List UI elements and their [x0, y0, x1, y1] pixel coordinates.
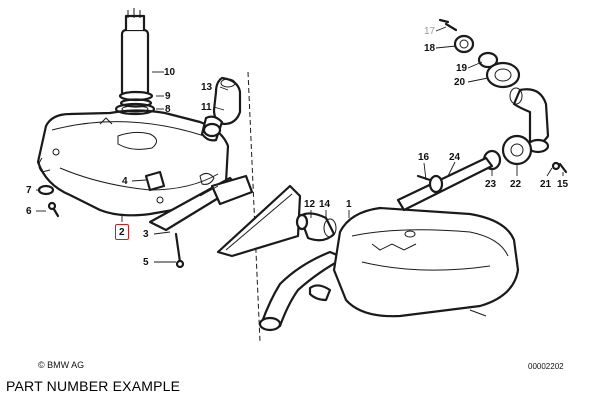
callout-5: 5	[143, 257, 149, 268]
callout-17: 17	[424, 26, 436, 37]
callout-20: 20	[454, 77, 466, 88]
callout-15: 15	[557, 179, 569, 190]
vent-hose-elbow	[509, 87, 550, 154]
callout-11: 11	[201, 102, 212, 113]
callout-14: 14	[319, 199, 331, 210]
flange-and-seal	[396, 134, 568, 212]
mounting-bracket	[199, 174, 302, 258]
callout-7: 7	[26, 185, 32, 196]
callout-24: 24	[449, 152, 461, 163]
fuel-sender-assembly	[114, 8, 156, 116]
callout-21: 21	[540, 179, 552, 190]
leader-lines	[36, 26, 564, 263]
filler-hose	[258, 250, 346, 332]
callout-4: 4	[122, 176, 128, 187]
callout-23: 23	[485, 179, 497, 190]
callout-6: 6	[26, 206, 32, 217]
callout-22: 22	[510, 179, 522, 190]
callout-highlight-box	[115, 224, 129, 240]
right-fuel-tank	[308, 206, 520, 318]
fuel-hose	[295, 212, 337, 242]
drawing-number: 00002202	[528, 362, 564, 371]
left-fuel-tank	[36, 109, 230, 217]
copyright-text: © BMW AG	[38, 360, 85, 370]
filler-neck-elbow	[200, 76, 242, 142]
callout-10: 10	[164, 67, 176, 78]
callout-12: 12	[304, 199, 316, 210]
callout-19: 19	[456, 63, 468, 74]
callout-9: 9	[165, 91, 171, 102]
callout-8: 8	[165, 104, 171, 115]
filler-cap-assembly	[438, 18, 521, 89]
reference-line	[247, 71, 261, 343]
callout-13: 13	[201, 82, 213, 93]
callout-2: 2	[119, 227, 125, 238]
callout-labels: 10 9 8 13 11 4 7 6 2 3 5 12 14 1 16 24 2…	[26, 26, 569, 268]
caption-text: PART NUMBER EXAMPLE	[6, 378, 181, 394]
callout-1: 1	[346, 199, 352, 210]
callout-16: 16	[418, 152, 430, 163]
callout-18: 18	[424, 43, 436, 54]
callout-3: 3	[143, 229, 149, 240]
